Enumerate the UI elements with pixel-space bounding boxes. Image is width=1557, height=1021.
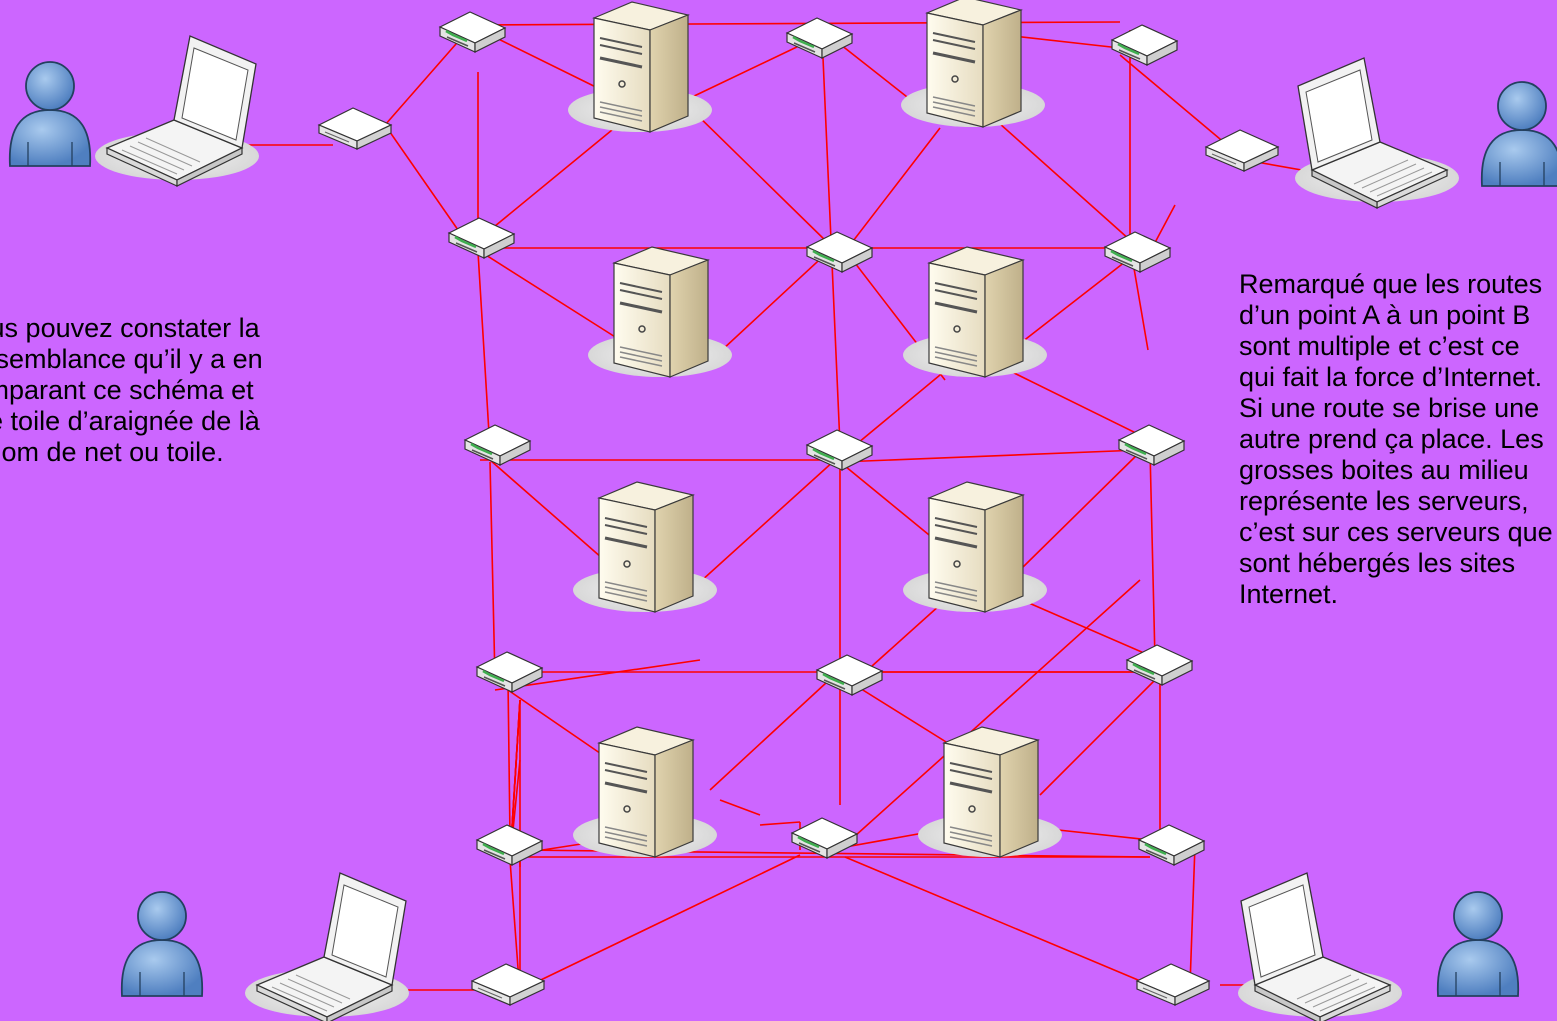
network-router-icon: [1103, 230, 1172, 274]
text-block-right: Remarqué que les routes d’un point A à u…: [1239, 269, 1553, 610]
server-tower-icon: [571, 480, 719, 614]
network-router-icon: [1117, 423, 1186, 467]
user-icon: [120, 891, 204, 997]
laptop-icon: [1294, 57, 1460, 209]
network-link: [844, 856, 1151, 986]
network-link: [1149, 449, 1156, 661]
network-link: [1021, 599, 1161, 661]
network-router-icon: [475, 823, 544, 867]
laptop-icon: [244, 872, 410, 1021]
network-link: [699, 459, 836, 583]
network-router-icon: [475, 650, 544, 694]
network-link: [839, 449, 1141, 463]
laptop-icon: [94, 35, 260, 187]
network-link: [759, 821, 801, 826]
text-right-line: sont multiple et c’est ce: [1239, 331, 1520, 361]
network-link: [477, 251, 491, 451]
text-right-line: qui fait la force d’Internet.: [1239, 362, 1543, 392]
server-tower-icon: [899, 0, 1047, 129]
network-router-icon: [1136, 963, 1210, 1006]
network-link: [849, 127, 941, 246]
network-link: [469, 21, 1121, 26]
network-link: [1021, 449, 1143, 569]
network-link: [1039, 679, 1156, 796]
network-link: [839, 461, 946, 549]
network-link: [844, 579, 1141, 846]
text-right-line: Si une route se brise une: [1239, 393, 1540, 423]
network-router-icon: [463, 423, 532, 467]
network-link: [384, 124, 466, 241]
server-tower-icon: [566, 0, 714, 134]
network-link: [519, 854, 801, 991]
user-icon: [1480, 81, 1557, 187]
network-router-icon: [318, 107, 392, 150]
text-block-left: Vous pouvez constater la ressemblance qu…: [0, 313, 263, 468]
network-link: [1021, 257, 1131, 343]
network-router-icon: [790, 816, 859, 860]
network-link: [494, 659, 701, 691]
network-router-icon: [1125, 643, 1194, 687]
text-left-line: le nom de net ou toile.: [0, 437, 224, 467]
user-icon: [8, 61, 92, 167]
text-right-line: d’un point A à un point B: [1239, 300, 1531, 330]
network-link: [1007, 369, 1151, 441]
text-left-line: comparant ce schéma et: [0, 375, 254, 405]
network-link: [709, 669, 841, 791]
text-right-line: Remarqué que les routes: [1239, 269, 1543, 299]
server-tower-icon: [586, 245, 734, 379]
text-left-line: une toile d’araignée de là: [0, 406, 260, 436]
network-link: [507, 679, 511, 839]
network-link: [477, 129, 613, 241]
network-link: [721, 249, 831, 351]
text-right-line: autre prend ça place. Les: [1239, 424, 1544, 454]
server-tower-icon: [901, 245, 1049, 379]
text-right-line: sont hébergés les sites: [1239, 548, 1516, 578]
server-tower-icon: [571, 725, 719, 859]
network-link: [719, 799, 761, 816]
text-right-line: Internet.: [1239, 579, 1339, 609]
network-link: [507, 689, 611, 761]
server-tower-icon: [901, 480, 1049, 614]
text-left-line: ressemblance qu’il y a en: [0, 344, 263, 374]
network-link: [477, 249, 621, 341]
network-router-icon: [1110, 23, 1179, 67]
network-router-icon: [805, 428, 874, 472]
network-router-icon: [805, 230, 874, 274]
network-link: [1189, 844, 1196, 986]
network-router-icon: [815, 653, 884, 697]
text-right-line: c’est sur ces serveurs que: [1239, 517, 1553, 547]
network-link: [489, 461, 496, 681]
network-link: [861, 604, 941, 676]
user-icon: [1436, 891, 1520, 997]
laptop-icon: [1237, 872, 1403, 1021]
network-link: [489, 459, 611, 566]
text-right-line: grosses boites au milieu: [1239, 455, 1529, 485]
text-right-line: représente les serveurs,: [1239, 486, 1529, 516]
network-router-icon: [438, 10, 507, 54]
network-link: [689, 107, 831, 246]
text-left-line: Vous pouvez constater la: [0, 313, 260, 343]
server-tower-icon: [916, 725, 1064, 859]
network-link: [989, 114, 1131, 241]
network-router-icon: [471, 963, 545, 1006]
network-link: [384, 27, 471, 126]
network-router-icon: [447, 216, 516, 260]
